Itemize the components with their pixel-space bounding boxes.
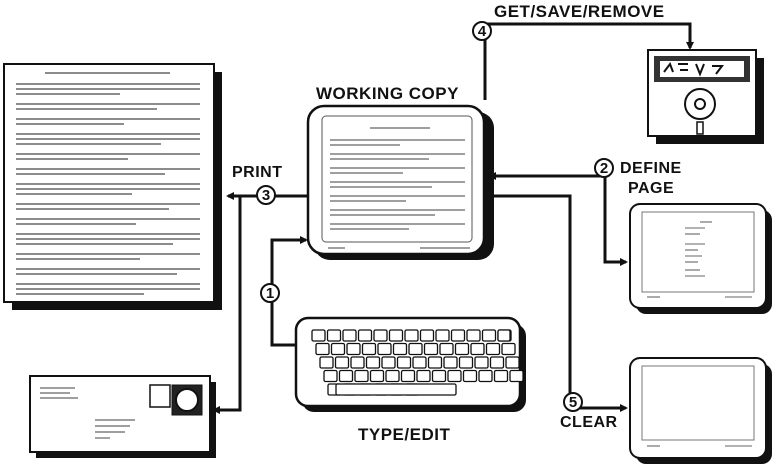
keyboard-key [323, 369, 338, 383]
keyboard-key [470, 342, 485, 356]
keyboard-key [373, 329, 388, 342]
keyboard-key [447, 369, 462, 383]
keyboard-key [501, 342, 516, 356]
keyboard-key [315, 342, 330, 356]
keyboard-key [338, 369, 354, 383]
keyboard-key [400, 369, 416, 383]
envelope-icon [29, 375, 216, 458]
keyboard-key [493, 369, 509, 383]
keyboard-key [361, 342, 377, 356]
keyboard-key [450, 329, 466, 342]
keyboard-key [388, 329, 404, 342]
get-save-remove-label: GET/SAVE/REMOVE [494, 2, 665, 21]
keyboard-key [381, 356, 396, 369]
keyboard-key [330, 342, 346, 356]
keyboard-key [497, 329, 511, 342]
keyboard-key [509, 369, 524, 383]
keyboard-key [365, 356, 381, 369]
step-5-badge: 5 [563, 392, 583, 412]
keyboard-key [412, 356, 427, 369]
keyboard-key [408, 342, 423, 356]
define-page-monitor-icon [629, 203, 772, 314]
keyboard-key [419, 329, 435, 342]
keyboard-key [342, 329, 357, 342]
keyboard-key [392, 342, 408, 356]
keyboard-key [350, 356, 365, 369]
keyboard-key [354, 369, 369, 383]
define-label: DEFINE [620, 160, 682, 177]
define-page-arrow [484, 174, 628, 266]
step-2-badge: 2 [594, 158, 614, 178]
clear-label: CLEAR [560, 414, 618, 431]
keyboard-key [481, 329, 497, 342]
keyboard-key [311, 329, 326, 342]
keyboard-key [478, 369, 493, 383]
keyboard-key [423, 342, 439, 356]
keyboard-key [466, 329, 481, 342]
print-label: PRINT [232, 164, 283, 181]
printed-document-icon [3, 63, 222, 310]
keyboard-key [485, 342, 501, 356]
keyboard-key [489, 356, 505, 369]
clear-arrow [484, 194, 628, 412]
print-envelope-arrow [212, 196, 242, 414]
keyboard-key [474, 356, 489, 369]
step-4-badge: 4 [472, 21, 492, 41]
keyboard-key [505, 356, 520, 369]
type-edit-label: TYPE/EDIT [358, 425, 451, 444]
working-copy-monitor-icon [306, 104, 494, 260]
step-1-badge: 1 [260, 283, 280, 303]
keyboard-key [439, 342, 454, 356]
clear-monitor-icon [629, 357, 772, 464]
keyboard-key [334, 356, 350, 369]
keyboard-key [335, 383, 457, 396]
keyboard-key [377, 342, 392, 356]
floppy-disk-icon [647, 49, 764, 144]
get-save-remove-arrow [483, 22, 694, 100]
keyboard-key [385, 369, 400, 383]
keyboard-icon [294, 316, 526, 412]
keyboard-key [458, 356, 474, 369]
keyboard-key [431, 369, 447, 383]
keyboard-key [435, 329, 450, 342]
page-label: PAGE [628, 180, 675, 197]
keyboard-key [462, 369, 478, 383]
keyboard-key [369, 369, 385, 383]
step-3-badge: 3 [256, 185, 276, 205]
keyboard-key [346, 342, 361, 356]
keyboard-key [326, 329, 342, 342]
keyboard-key [416, 369, 431, 383]
keyboard-key [357, 329, 373, 342]
working-copy-label: WORKING COPY [316, 84, 459, 103]
keyboard-key [404, 329, 419, 342]
keyboard-key [396, 356, 412, 369]
keyboard-key [427, 356, 443, 369]
keyboard-key [454, 342, 470, 356]
keyboard-key [443, 356, 458, 369]
keyboard-key [319, 356, 334, 369]
